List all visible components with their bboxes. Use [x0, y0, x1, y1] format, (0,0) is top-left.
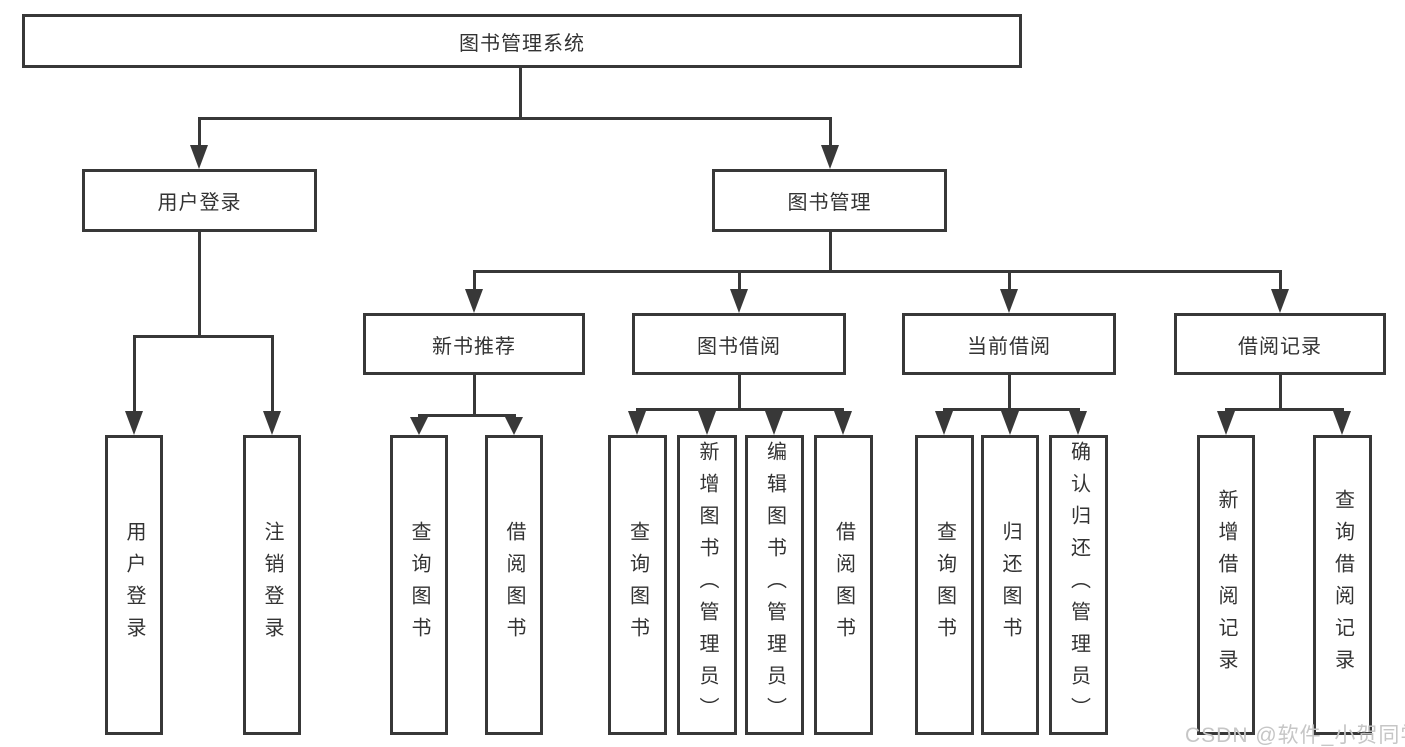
connector-shaft-current-borrow	[1008, 270, 1011, 291]
leaf-logout: 注销登录	[243, 435, 301, 735]
leaf-borrow-books-1: 借阅图书	[485, 435, 543, 735]
node-current-borrow: 当前借阅	[902, 313, 1116, 375]
connector-user-login-bar	[133, 335, 274, 338]
connector-shaft-borrow-records	[1279, 270, 1282, 291]
arrow-to-leaf-query-record	[1333, 411, 1351, 435]
connector-new-book-bar	[418, 414, 516, 417]
arrow-to-leaf-return-book	[1001, 411, 1019, 435]
leaf-confirm-return-admin: 确认归还（管理员）	[1049, 435, 1108, 735]
connector-user-login-trunk	[198, 232, 201, 338]
leaf-query-books-3: 查询图书	[915, 435, 974, 735]
leaf-add-book-admin: 新增图书（管理员）	[677, 435, 737, 735]
leaf-user-login: 用户登录	[105, 435, 163, 735]
node-new-book-recommend: 新书推荐	[363, 313, 585, 375]
arrow-to-leaf-edit-book	[765, 411, 783, 435]
node-user-login: 用户登录	[82, 169, 317, 232]
connector-new-book-trunk	[473, 375, 476, 417]
node-root-book-management-system: 图书管理系统	[22, 14, 1022, 68]
connector-shaft-new-book	[473, 270, 476, 291]
arrow-to-leaf-user-login	[125, 411, 143, 435]
connector-current-borrow-trunk	[1008, 375, 1011, 411]
arrow-to-user-login	[190, 145, 208, 169]
connector-level3-bar	[473, 270, 1281, 273]
connector-book-management-trunk	[829, 232, 832, 273]
arrow-to-borrow-records	[1271, 289, 1289, 313]
arrow-to-current-borrow	[1000, 289, 1018, 313]
watermark-text: CSDN @软件_小贺同学	[1185, 724, 1405, 747]
arrow-to-book-borrow	[730, 289, 748, 313]
leaf-query-books-1: 查询图书	[390, 435, 448, 735]
arrow-to-new-book-recommend	[465, 289, 483, 313]
connector-level2-bar	[198, 117, 832, 120]
connector-shaft-user-login	[198, 117, 201, 147]
connector-shaft-leaf-logout	[271, 335, 274, 413]
arrow-to-leaf-confirm-return	[1069, 411, 1087, 435]
leaf-return-book: 归还图书	[981, 435, 1039, 735]
node-book-management: 图书管理	[712, 169, 947, 232]
arrow-to-leaf-borrow-books-1	[505, 417, 523, 435]
connector-book-borrow-trunk	[738, 375, 741, 411]
node-borrow-records: 借阅记录	[1174, 313, 1386, 375]
arrow-to-leaf-query-books-2	[628, 411, 646, 435]
connector-borrow-records-trunk	[1279, 375, 1282, 411]
leaf-query-books-2: 查询图书	[608, 435, 667, 735]
connector-current-borrow-bar	[943, 408, 1080, 411]
leaf-edit-book-admin: 编辑图书（管理员）	[745, 435, 804, 735]
arrow-to-leaf-query-books-3	[935, 411, 953, 435]
arrow-to-leaf-borrow-books-2	[834, 411, 852, 435]
connector-borrow-records-bar	[1225, 408, 1344, 411]
arrow-to-leaf-logout	[263, 411, 281, 435]
connector-shaft-book-borrow	[738, 270, 741, 291]
connector-root-trunk	[519, 68, 522, 120]
arrow-to-leaf-add-book	[698, 411, 716, 435]
leaf-add-borrow-record: 新增借阅记录	[1197, 435, 1255, 735]
connector-shaft-book-management	[829, 117, 832, 147]
arrow-to-leaf-query-books-1	[410, 417, 428, 435]
arrow-to-leaf-add-record	[1217, 411, 1235, 435]
arrow-to-book-management	[821, 145, 839, 169]
connector-shaft-leaf-user-login	[133, 335, 136, 413]
node-book-borrow: 图书借阅	[632, 313, 846, 375]
leaf-borrow-books-2: 借阅图书	[814, 435, 873, 735]
connector-book-borrow-bar	[636, 408, 844, 411]
leaf-query-borrow-record: 查询借阅记录	[1313, 435, 1372, 735]
